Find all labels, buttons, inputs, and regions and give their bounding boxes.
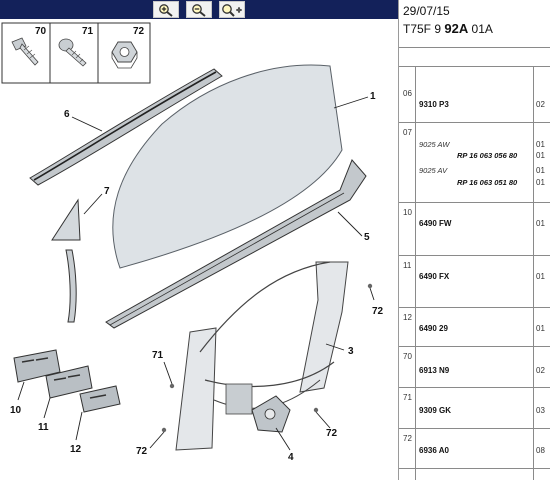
part-ref: 9310 P3	[419, 100, 449, 109]
parts-diagram: 70 71 72 6 1 7 5 72 71 3 72 72 4 10 11 1…	[1, 22, 384, 463]
zoom-fit-button[interactable]	[219, 1, 245, 18]
callout-72: 72	[133, 26, 145, 37]
callout-5: 5	[364, 232, 370, 243]
callout-1: 1	[370, 91, 376, 102]
diagram-code-prefix: T75F 9	[403, 22, 445, 36]
variant-qty: 01	[536, 151, 545, 160]
callout-72-bottom: 72	[136, 446, 148, 457]
window-switch-10[interactable]	[13, 349, 61, 383]
variant-ref[interactable]: RP 16 063 051 80	[457, 178, 518, 187]
callout-4: 4	[288, 452, 294, 463]
part-index: 12	[403, 313, 412, 322]
diagram-viewer: 70 71 72 6 1 7 5 72 71 3 72 72 4 10 11 1…	[0, 0, 398, 463]
regulator-motor[interactable]	[251, 395, 291, 433]
callout-10: 10	[10, 405, 22, 416]
waist-seal[interactable]	[105, 159, 367, 329]
callout-3: 3	[348, 346, 354, 357]
variant-label: 9025 AV	[419, 166, 448, 175]
part-ref: 6490 29	[419, 324, 448, 333]
callout-12: 12	[70, 444, 82, 455]
zoom-fit-icon	[222, 3, 242, 17]
parts-list-panel: 29/07/15 T75F 9 92A 01A 06 9310 P3 02 07…	[398, 0, 550, 480]
window-switch-12[interactable]	[79, 385, 121, 413]
zoom-out-button[interactable]	[186, 1, 212, 18]
nut-72-icon[interactable]	[111, 41, 138, 69]
quarter-trim[interactable]	[51, 198, 81, 241]
callout-71: 71	[82, 26, 94, 37]
part-qty: 02	[536, 100, 545, 109]
window-regulator[interactable]	[175, 261, 349, 451]
callout-71-left: 71	[152, 350, 164, 361]
part-ref: 9309 GK	[419, 406, 452, 415]
leader-lines	[17, 96, 375, 451]
part-qty: 01	[536, 324, 545, 333]
part-index: 70	[403, 352, 412, 361]
variant-qty: 01	[536, 178, 545, 187]
callout-70: 70	[35, 26, 47, 37]
part-index: 06	[403, 89, 412, 98]
part-qty: 08	[536, 446, 545, 455]
part-qty: 01	[536, 272, 545, 281]
variant-qty: 01	[536, 140, 545, 149]
screw-71-icon[interactable]	[58, 38, 87, 67]
callout-6: 6	[64, 109, 70, 120]
zoom-out-icon	[192, 3, 206, 17]
viewer-toolbar	[0, 0, 398, 19]
part-qty: 03	[536, 406, 545, 415]
part-index: 72	[403, 434, 412, 443]
part-ref: 6490 FW	[419, 219, 452, 228]
glass-run-seal[interactable]	[29, 68, 223, 186]
part-index: 10	[403, 208, 412, 217]
callout-7: 7	[104, 186, 110, 197]
callout-72-right: 72	[372, 306, 384, 317]
part-ref: 6936 A0	[419, 446, 449, 455]
door-glass[interactable]	[112, 64, 343, 269]
zoom-in-icon	[159, 3, 173, 17]
diagram-date: 29/07/15	[403, 4, 450, 18]
callout-11: 11	[38, 422, 49, 433]
screw-70-icon[interactable]	[11, 37, 39, 66]
part-index: 71	[403, 393, 412, 402]
zoom-in-button[interactable]	[153, 1, 179, 18]
callout-72-motor: 72	[326, 428, 338, 439]
diagram-code: T75F 9 92A 01A	[403, 21, 493, 36]
diagram-code-suffix: 01A	[468, 22, 493, 36]
part-qty: 02	[536, 366, 545, 375]
variant-ref[interactable]: RP 16 063 056 80	[457, 151, 518, 160]
variant-qty: 01	[536, 166, 545, 175]
variant-label: 9025 AW	[419, 140, 450, 149]
diagram-code-bold: 92A	[444, 21, 469, 36]
part-ref: 6913 N9	[419, 366, 450, 375]
window-switch-11[interactable]	[45, 365, 93, 399]
part-index: 07	[403, 128, 412, 137]
part-index: 11	[403, 261, 412, 270]
fastener-points	[161, 283, 373, 433]
part-ref: 6490 FX	[419, 272, 450, 281]
part-qty: 01	[536, 219, 545, 228]
